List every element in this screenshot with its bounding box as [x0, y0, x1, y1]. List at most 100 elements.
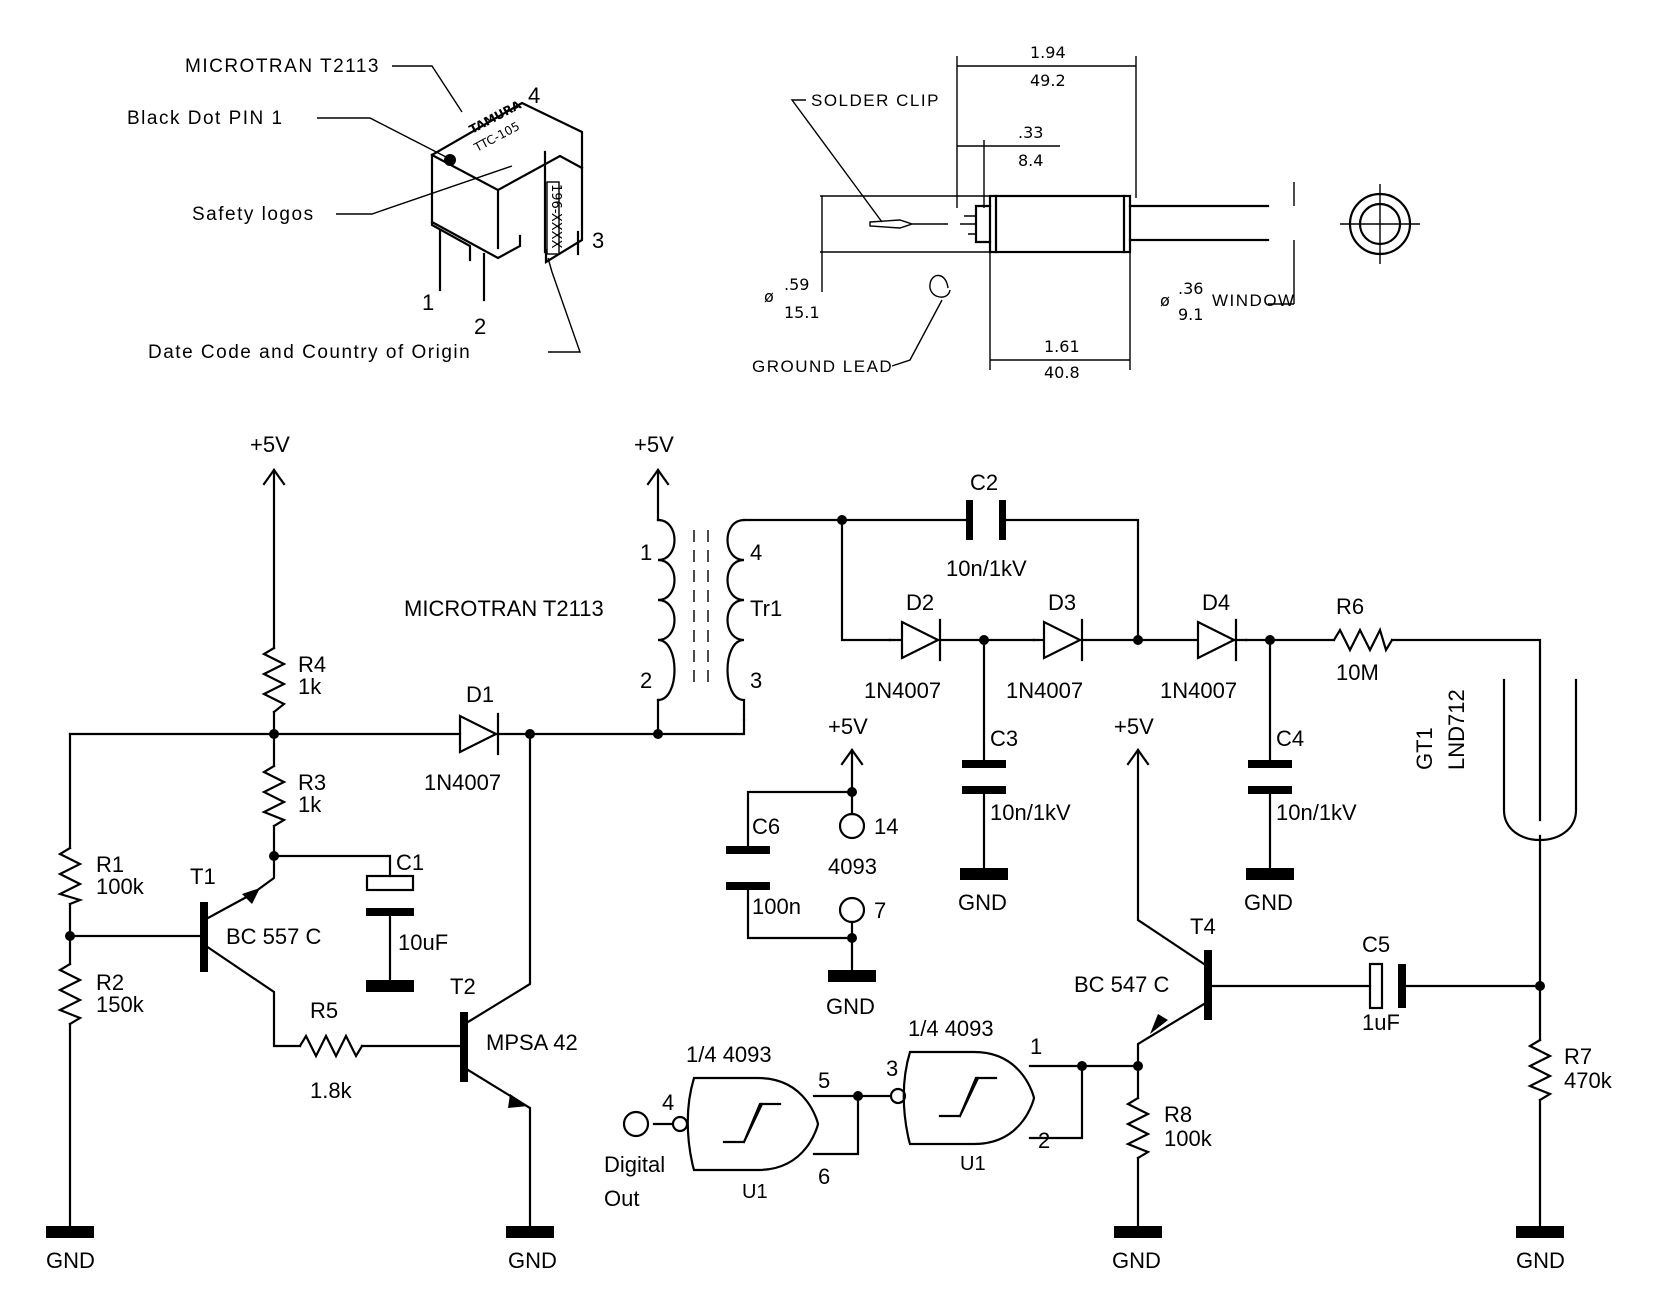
transformer-pin-3: 3 — [750, 668, 762, 693]
capacitor-c5-plate-a — [1368, 962, 1384, 1010]
dim-window-mm: 9.1 — [1178, 305, 1203, 324]
gnd-c6 — [828, 970, 876, 982]
end-view-centerlines — [1340, 184, 1420, 264]
gate-a-pin-4: 4 — [662, 1090, 674, 1115]
d1-part: 1N4007 — [424, 770, 501, 795]
tube-rings — [994, 194, 1126, 254]
ic-pin-14 — [838, 812, 866, 840]
pin-4-label: 4 — [528, 83, 540, 108]
gnd-c3 — [960, 868, 1008, 880]
t4-ref: T4 — [1190, 914, 1216, 939]
capacitor-c6-plate-b — [726, 882, 770, 890]
r8-value: 100k — [1164, 1126, 1213, 1151]
capacitor-c5-plate-b — [1398, 964, 1406, 1008]
c3-value: 10n/1kV — [990, 800, 1071, 825]
digital-out-terminal[interactable] — [622, 1110, 650, 1138]
t4-part: BC 547 C — [1074, 972, 1169, 997]
transformer-pin-4: 4 — [750, 540, 762, 565]
gnd-label-c6: GND — [826, 994, 875, 1019]
tube-window-extension — [1128, 204, 1270, 242]
r4-ref: R4 — [298, 652, 326, 677]
resistor-r1 — [57, 846, 84, 906]
c6-value: 100n — [752, 894, 801, 919]
gate-a-pin-5: 5 — [818, 1068, 830, 1093]
nand-gate-b — [902, 1050, 1036, 1146]
nand-gate-a — [686, 1076, 820, 1172]
c3-ref: C3 — [990, 726, 1018, 751]
supply-arrow-tr — [646, 468, 670, 486]
core-left — [430, 153, 472, 262]
r7-ref: R7 — [1564, 1044, 1592, 1069]
side-label-plate — [546, 181, 560, 255]
gate-b-label: 1/4 4093 — [908, 1016, 994, 1041]
core-outline — [430, 101, 584, 264]
ground-lead — [891, 274, 951, 367]
transformer-ref: Tr1 — [750, 596, 782, 621]
dim-clip-mm: 8.4 — [1018, 151, 1043, 170]
dim-total-in: 1.94 — [1030, 43, 1066, 62]
resistor-r5 — [298, 1033, 364, 1059]
t2-part: MPSA 42 — [486, 1030, 578, 1055]
tube-end-cap — [974, 204, 992, 244]
supply-label-left: +5V — [250, 432, 290, 457]
transistor-t2-base — [460, 1012, 468, 1082]
c5-ref: C5 — [1362, 932, 1390, 957]
callout-part-label: MICROTRAN T2113 — [185, 56, 380, 77]
d4-ref: D4 — [1202, 590, 1230, 615]
c6-ref: C6 — [752, 814, 780, 839]
d4-part: 1N4007 — [1160, 678, 1237, 703]
gnd-label-r2: GND — [46, 1248, 95, 1273]
gm-tube-envelope — [1502, 678, 1578, 841]
d3-ref: D3 — [1048, 590, 1076, 615]
gnd-label-r8: GND — [1112, 1248, 1161, 1273]
c1-value: 10uF — [398, 930, 448, 955]
capacitor-c1-plate-b — [366, 908, 414, 916]
schematic-wires — [68, 468, 1542, 1228]
dim-total-length — [956, 56, 1137, 208]
t1-ref: T1 — [190, 864, 216, 889]
digital-out-label-line2: Out — [604, 1186, 639, 1211]
gate-a-unit: U1 — [742, 1181, 768, 1203]
d2-ref: D2 — [906, 590, 934, 615]
t2-ref: T2 — [450, 974, 476, 999]
transformer-pin-1: 1 — [640, 540, 652, 565]
gnd-c4 — [1246, 868, 1294, 880]
dim-clip-in: .33 — [1018, 123, 1043, 142]
junction-dots — [65, 515, 1545, 1101]
leader-datecode — [547, 257, 581, 353]
supply-arrow-left — [262, 468, 286, 486]
d1-ref: D1 — [466, 682, 494, 707]
leader-part — [392, 65, 463, 113]
gate-b-pin-1: 1 — [1030, 1034, 1042, 1059]
pin-3-label: 3 — [592, 228, 604, 253]
transistor-t4-base — [1204, 950, 1212, 1020]
gate-a-label: 1/4 4093 — [686, 1042, 772, 1067]
solder-clip-label: SOLDER CLIP — [811, 91, 940, 110]
dim-clip-offset — [957, 140, 1060, 208]
gnd-label-c3: GND — [958, 890, 1007, 915]
r2-ref: R2 — [96, 970, 124, 995]
dim-total-mm: 49.2 — [1030, 71, 1066, 90]
ground-lead-label: GROUND LEAD — [752, 357, 893, 376]
r1-ref: R1 — [96, 852, 124, 877]
transformer-package-view: MICROTRAN T2113 Black Dot PIN 1 Safety l… — [127, 56, 604, 363]
d3-part: 1N4007 — [1006, 678, 1083, 703]
r3-value: 1k — [298, 792, 322, 817]
tube-ref: GT1 — [1412, 727, 1437, 770]
r2-value: 150k — [96, 992, 145, 1017]
core-front — [430, 153, 500, 250]
r7-value: 470k — [1564, 1068, 1613, 1093]
resistor-r2 — [57, 962, 83, 1026]
supply-label-t4: +5V — [1114, 714, 1154, 739]
schmitt-symbol-b — [938, 1076, 998, 1118]
schematic-components — [46, 468, 1578, 1238]
supply-arrow-t4 — [1126, 748, 1150, 766]
schmitt-symbol-a — [722, 1102, 782, 1144]
supply-label-ic: +5V — [828, 714, 868, 739]
transformer-part: MICROTRAN T2113 — [404, 596, 604, 621]
r4-value: 1k — [298, 674, 322, 699]
core-bottom — [430, 220, 522, 260]
ic-pin-7 — [838, 896, 866, 924]
capacitor-c4-plate-a — [1248, 760, 1292, 768]
